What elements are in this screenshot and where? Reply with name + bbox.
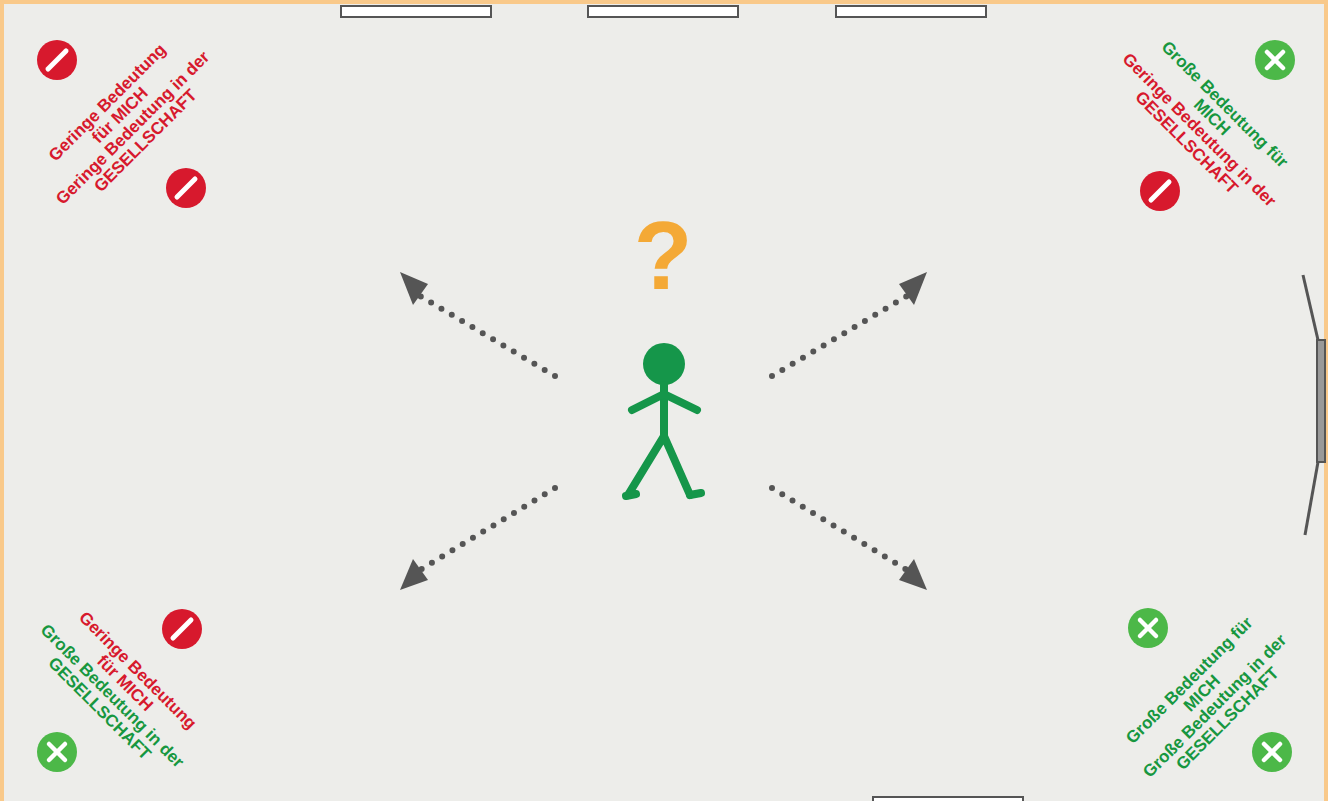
door [1303,275,1325,535]
stick-figure [626,343,701,496]
rating-icons [37,40,1295,772]
arrows [400,272,927,590]
floor [4,4,1324,801]
question-mark: ? [634,208,693,304]
windows [341,6,1023,801]
